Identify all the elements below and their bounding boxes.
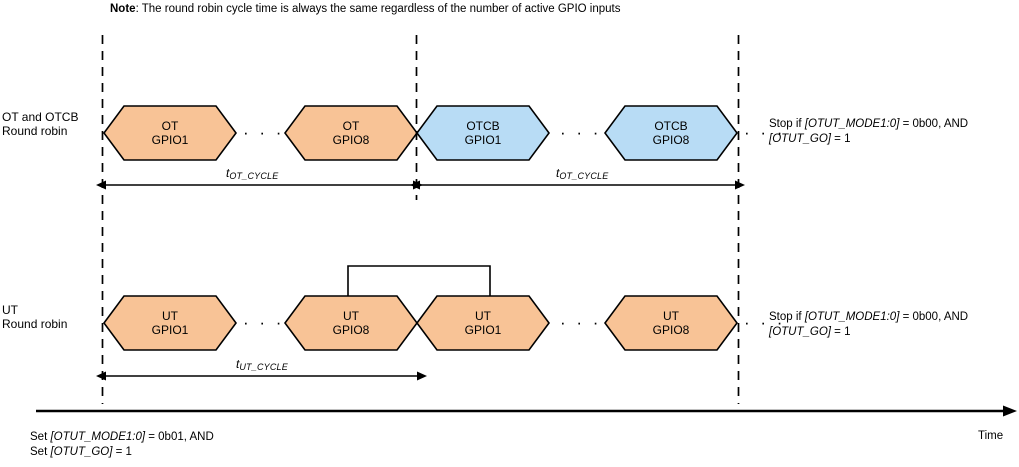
hexagon-shape [416,105,550,161]
stop-condition-row1-line1: Stop if [OTUT_MODE1:0] = 0b00, AND [769,117,968,132]
ellipsis-row1-a: · · · [243,123,285,142]
cycle-time-label-ut-1: tUT_CYCLE [236,357,288,372]
register-name: [OTUT_GO] [50,445,113,458]
cell-line2: GPIO8 [332,323,370,337]
stop-value: = 1 [830,132,851,145]
cell-ut-gpio1-second: UT GPIO1 [416,295,550,351]
register-name: [OTUT_GO] [769,325,831,338]
cycle-subscript: OT_CYCLE [229,171,279,181]
register-name: [OTUT_MODE1:0] [50,431,146,443]
diagram-note: Note: The round robin cycle time is alwa… [110,2,621,16]
start-condition-note: Set [OTUT_MODE1:0] = 0b01, AND Set [OTUT… [30,430,214,459]
stop-value: = 1 [830,325,851,338]
ellipsis-row2-b: · · · [560,313,602,332]
cell-ut-gpio8-second-text: UT GPIO8 [653,309,690,338]
row-label-ut: UT Round robin [2,303,67,331]
cycle-symbol: t [226,166,230,180]
cell-ut-gpio1-second-text: UT GPIO1 [465,309,502,338]
cycle-symbol: t [556,166,560,180]
cell-line2: GPIO1 [151,323,189,337]
stop-condition-row2: Stop if [OTUT_MODE1:0] = 0b00, AND [OTUT… [769,310,968,339]
row-label-ot-otcb-line2: Round robin [2,124,68,138]
cell-line2: GPIO1 [464,133,502,147]
cell-line1: OTCB [654,118,688,133]
cell-line1: UT [162,308,178,323]
cell-ot-gpio1: OT GPIO1 [103,105,237,161]
hexagon-shape [604,105,738,161]
stop-condition-row2-line2: [OTUT_GO] = 1 [769,325,968,340]
cell-ot-gpio1-text: OT GPIO1 [152,119,189,148]
cell-line1: OTCB [466,118,500,133]
cell-line2: GPIO8 [652,323,690,337]
ellipsis-row1-b: · · · [560,123,602,142]
cell-otcb-gpio8-text: OTCB GPIO8 [653,119,690,148]
ellipsis-row2-c: · · · [744,313,786,332]
set-value: = 1 [112,445,132,458]
cell-otcb-gpio8: OTCB GPIO8 [604,105,738,161]
cell-line2: GPIO8 [652,133,690,147]
hexagon-shape [416,295,550,351]
stop-prefix: Stop if [769,311,805,323]
ellipsis-row1-c: · · · [744,123,786,142]
start-condition-line1: Set [OTUT_MODE1:0] = 0b01, AND [30,430,214,445]
cycle-subscript: OT_CYCLE [559,171,609,181]
row-label-ot-otcb-line1: OT and OTCB [2,110,79,124]
cell-line2: GPIO1 [464,323,502,337]
hexagon-shape [103,295,237,351]
stop-prefix: Stop if [769,118,805,130]
cell-otcb-gpio1: OTCB GPIO1 [416,105,550,161]
cycle-time-label-ot-1: tOT_CYCLE [226,166,278,181]
set-value: = 0b01, AND [145,431,214,443]
row-label-ut-line2: Round robin [2,317,68,331]
cell-line1: UT [663,308,679,323]
row-label-ut-line1: UT [2,303,18,317]
hexagon-shape [604,295,738,351]
cell-otcb-gpio1-text: OTCB GPIO1 [465,119,502,148]
note-prefix: Note [110,3,136,15]
cell-line1: UT [343,308,359,323]
stop-value: = 0b00, AND [899,311,969,323]
set-prefix: Set [30,445,51,458]
row-label-ot-otcb: OT and OTCB Round robin [2,110,78,138]
cycle-subscript: UT_CYCLE [239,362,288,372]
cell-ut-gpio8-first-text: UT GPIO8 [333,309,370,338]
cell-ut-gpio8-second: UT GPIO8 [604,295,738,351]
cycle-symbol: t [236,357,240,371]
cell-line1: OT [161,118,179,133]
hexagon-shape [103,105,237,161]
stop-condition-row2-line1: Stop if [OTUT_MODE1:0] = 0b00, AND [769,310,968,325]
cell-ut-gpio8-first: UT GPIO8 [284,295,418,351]
note-text: : The round robin cycle time is always t… [135,3,621,15]
cell-line1: UT [475,308,491,323]
start-condition-line2: Set [OTUT_GO] = 1 [30,445,214,460]
time-axis-label: Time [978,430,1004,442]
cell-ot-gpio8-text: OT GPIO8 [333,119,370,148]
cell-line1: OT [342,118,360,133]
cell-line2: GPIO8 [332,133,370,147]
stop-condition-row1: Stop if [OTUT_MODE1:0] = 0b00, AND [OTUT… [769,117,968,146]
stop-value: = 0b00, AND [899,118,969,130]
cell-ot-gpio8: OT GPIO8 [284,105,418,161]
register-name: [OTUT_MODE1:0] [804,118,900,130]
ellipsis-row2-a: · · · [243,313,285,332]
cell-ut-gpio1-first: UT GPIO1 [103,295,237,351]
register-name: [OTUT_MODE1:0] [804,311,900,323]
cell-ut-gpio1-first-text: UT GPIO1 [152,309,189,338]
cell-line2: GPIO1 [151,133,189,147]
cycle-time-label-ot-2: tOT_CYCLE [556,166,608,181]
wrap-bracket-ut [347,265,491,296]
stop-condition-row1-line2: [OTUT_GO] = 1 [769,132,968,147]
register-name: [OTUT_GO] [769,132,831,145]
set-prefix: Set [30,431,51,443]
